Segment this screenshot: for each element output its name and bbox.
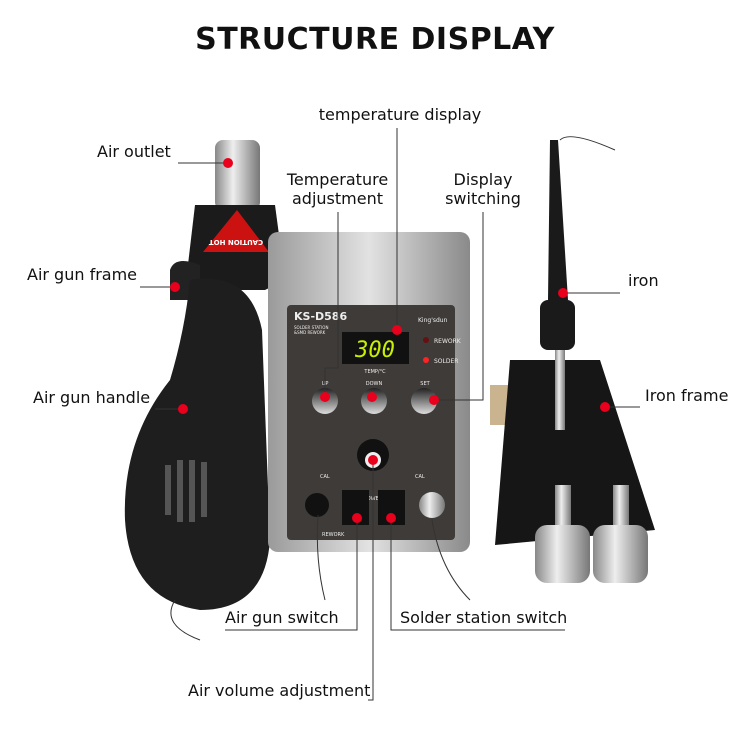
air-gun-handle (124, 278, 270, 610)
svg-text:DOWN: DOWN (366, 381, 383, 387)
svg-text:CAL: CAL (415, 474, 425, 480)
svg-text:300: 300 (354, 338, 395, 363)
nozzle-1 (535, 525, 590, 583)
air-gun: CAUTION HOT (124, 140, 285, 641)
caution-hot-text: CAUTION HOT (209, 238, 263, 246)
caution-hot-label (203, 210, 269, 252)
label-display-switching: Display switching (445, 170, 521, 208)
iron-port (419, 492, 445, 518)
svg-text:TEMP/°C: TEMP/°C (363, 369, 386, 375)
svg-text:REWORK: REWORK (322, 532, 345, 538)
page-title: STRUCTURE DISPLAY (195, 22, 555, 57)
label-air-volume-adjustment: Air volume adjustment (188, 681, 371, 700)
label-temperature-display: temperature display (318, 105, 482, 124)
label-air-gun-handle: Air gun handle (33, 388, 151, 407)
temperature-display (342, 332, 409, 364)
iron-tip (555, 350, 565, 430)
iron-handle (548, 140, 568, 300)
svg-text:SOLDER: SOLDER (434, 358, 458, 365)
vent-grille (165, 460, 207, 522)
label-air-gun-frame: Air gun frame (27, 265, 138, 284)
nozzle-2 (593, 525, 648, 583)
label-temperature-adjustment: Temperature adjustment (286, 170, 389, 208)
front-panel (287, 305, 455, 540)
label-iron-frame: Iron frame (645, 386, 729, 405)
brand-logo: King'sdun (418, 317, 448, 324)
svg-text:CAL: CAL (320, 474, 330, 480)
iron-frame (495, 360, 655, 545)
model-name: KS-D586 (294, 310, 347, 323)
callout-lines (140, 128, 640, 701)
set-button (411, 388, 437, 414)
svg-text:REWORK: REWORK (434, 338, 462, 345)
label-solder-station-switch: Solder station switch (400, 608, 568, 627)
label-iron: iron (628, 271, 659, 290)
solder-indicator (423, 357, 429, 363)
label-air-outlet: Air outlet (97, 142, 171, 161)
air-gun-port (305, 493, 329, 517)
svg-text:SOLDER STATION: SOLDER STATION (294, 325, 328, 330)
svg-text:SET: SET (420, 381, 430, 387)
label-air-gun-switch: Air gun switch (225, 608, 339, 627)
solder-station: KS-D586 SOLDER STATION &SMD REWORK King'… (268, 232, 471, 601)
air-outlet-nozzle (215, 140, 260, 210)
svg-text:&SMD REWORK: &SMD REWORK (294, 330, 326, 335)
iron-and-stand (490, 136, 655, 583)
rework-indicator (423, 337, 429, 343)
